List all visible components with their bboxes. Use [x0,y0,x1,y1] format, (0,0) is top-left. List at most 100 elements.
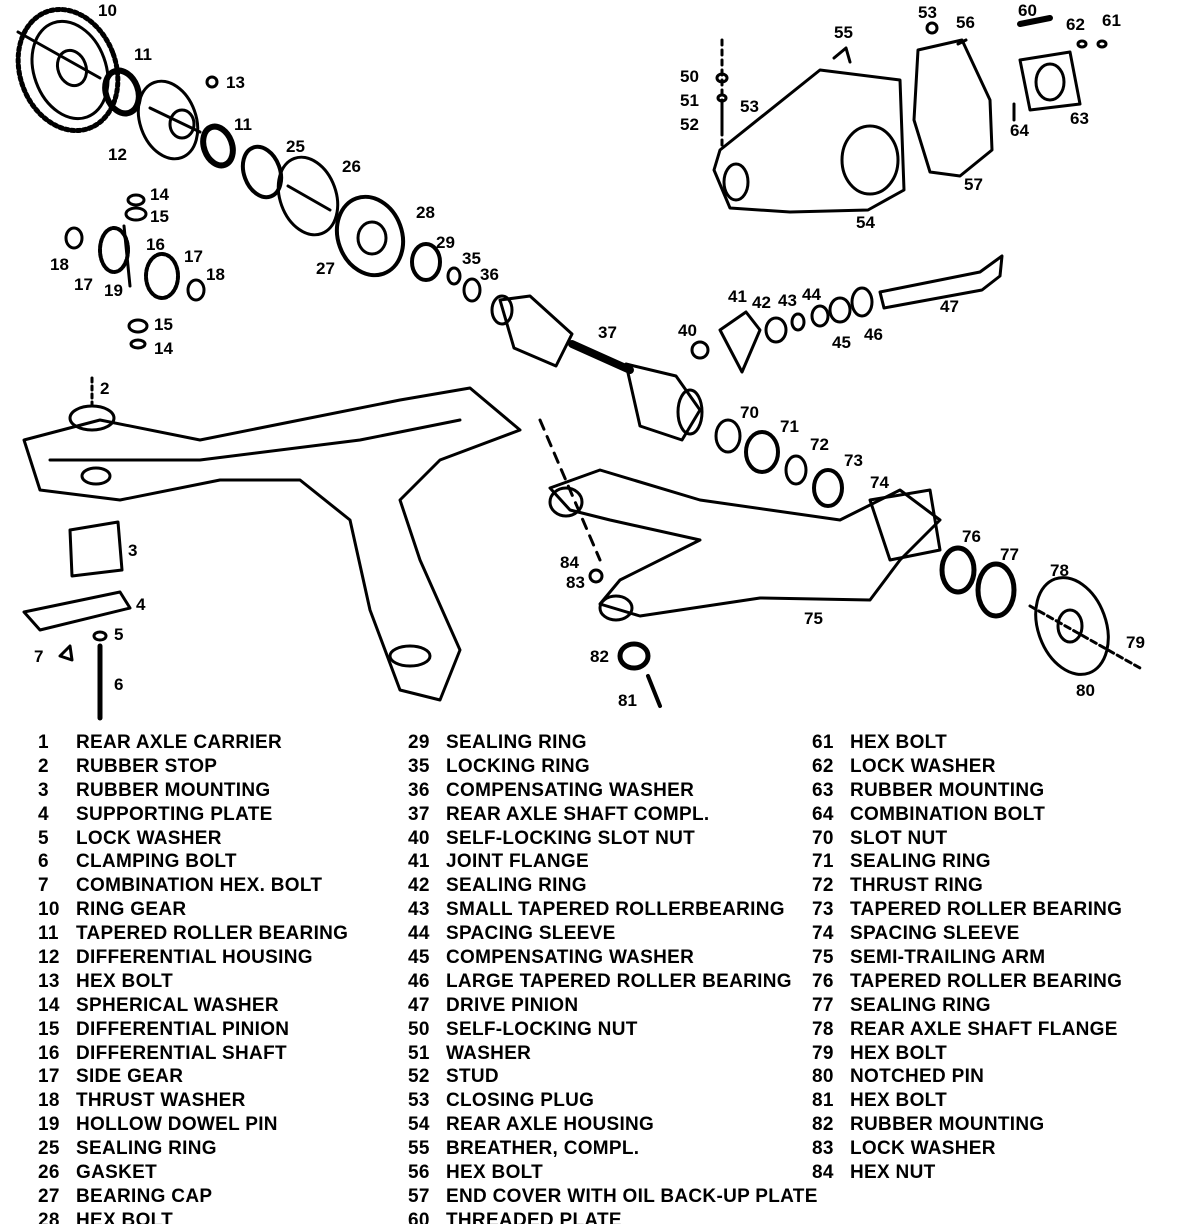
callout: 41 [728,287,747,306]
legend-item-label: SLOT NUT [850,827,948,849]
legend-item: 84 HEX NUT [812,1161,1122,1185]
legend-item-label: COMPENSATING WASHER [446,947,695,969]
callout: 50 [680,67,699,86]
gasket-26-drawing [276,155,340,237]
legend-item-number: 45 [408,947,430,969]
legend-item-label: RUBBER MOUNTING [850,779,1045,801]
legend-item-label: DRIVE PINION [446,994,579,1016]
legend-item-number: 3 [38,779,49,801]
legend-item-number: 76 [812,970,834,992]
callout: 71 [780,417,799,436]
legend-item-label: END COVER WITH OIL BACK-UP PLATE [446,1185,818,1207]
legend-item-label: LOCK WASHER [850,755,996,777]
callout: 81 [618,691,637,710]
legend-item-number: 55 [408,1138,430,1160]
legend-item-number: 82 [812,1114,834,1136]
legend-item-number: 13 [38,970,60,992]
callout: 37 [598,323,617,342]
callout: 75 [804,609,823,628]
legend-item-label: HEX BOLT [850,1090,948,1112]
hex-bolt-13-drawing [205,75,219,89]
legend-item-label: SPHERICAL WASHER [76,994,279,1016]
callout: 61 [1102,11,1121,30]
rear-axle-housing-drawing [712,38,906,214]
callout: 13 [226,73,245,92]
callout: 72 [810,435,829,454]
legend-item: 47 DRIVE PINION [408,994,818,1018]
callout: 17 [74,275,93,294]
legend-item-label: DIFFERENTIAL SHAFT [76,1042,287,1064]
legend-item-label: COMBINATION BOLT [850,803,1046,825]
callout: 77 [1000,545,1019,564]
callout: 64 [1010,121,1029,140]
legend-item-label: HEX BOLT [850,732,948,753]
legend-item-label: HEX BOLT [850,1042,948,1064]
legend-item-number: 27 [38,1185,60,1207]
legend-item-number: 52 [408,1066,430,1088]
legend-item-number: 25 [38,1138,60,1160]
semi-trailing-arm-drawing [538,418,942,708]
ring-gear-drawing [15,6,121,134]
callout: 7 [34,647,43,666]
callout-labels: 10 11 13 11 12 25 26 14 15 28 16 17 18 1… [34,1,1145,710]
legend-item-label: TAPERED ROLLER BEARING [850,970,1123,992]
legend-item-label: NOTCHED PIN [850,1066,985,1088]
legend-item-label: STUD [446,1066,499,1088]
callout: 40 [678,321,697,340]
legend-item-label: SIDE GEAR [76,1066,184,1088]
legend-item-number: 47 [408,994,430,1016]
legend-item-label: HEX NUT [850,1162,936,1184]
legend-item-number: 70 [812,827,834,849]
legend-item-number: 81 [812,1090,834,1112]
legend-item-number: 71 [812,851,834,873]
legend-item-number: 79 [812,1042,834,1064]
callout: 74 [870,473,889,492]
legend-item-number: 29 [408,732,430,753]
legend-item: 71 SEALING RING [812,850,1122,874]
callout: 15 [154,315,173,334]
legend-item-label: REAR AXLE SHAFT COMPL. [446,803,710,825]
sealing-ring-25-drawing [240,144,284,200]
legend-item: 63 RUBBER MOUNTING [812,779,1122,803]
legend-item-number: 63 [812,779,834,801]
legend-item-label: COMPENSATING WASHER [446,779,695,801]
callout: 11 [234,115,252,134]
legend-item-number: 56 [408,1162,430,1184]
legend-item-number: 75 [812,947,834,969]
legend-item-label: WASHER [446,1042,532,1064]
callout: 44 [802,285,821,304]
callout: 55 [834,23,853,42]
legend-item-number: 74 [812,923,834,945]
legend-item-label: SEALING RING [850,851,991,873]
callout: 14 [150,185,169,204]
callout: 54 [856,213,875,232]
legend-item-number: 78 [812,1018,834,1040]
legend-item-number: 5 [38,827,49,849]
legend-item-number: 44 [408,923,430,945]
legend-item: 45 COMPENSATING WASHER [408,946,818,970]
locking-ring-35-drawing [446,266,462,286]
legend-item-label: DIFFERENTIAL PINION [76,1018,290,1040]
legend-item-label: SELF-LOCKING NUT [446,1018,638,1040]
exploded-diagram: 10 11 13 11 12 25 26 14 15 28 16 17 18 1… [15,1,1145,721]
legend-item-number: 84 [812,1162,834,1184]
